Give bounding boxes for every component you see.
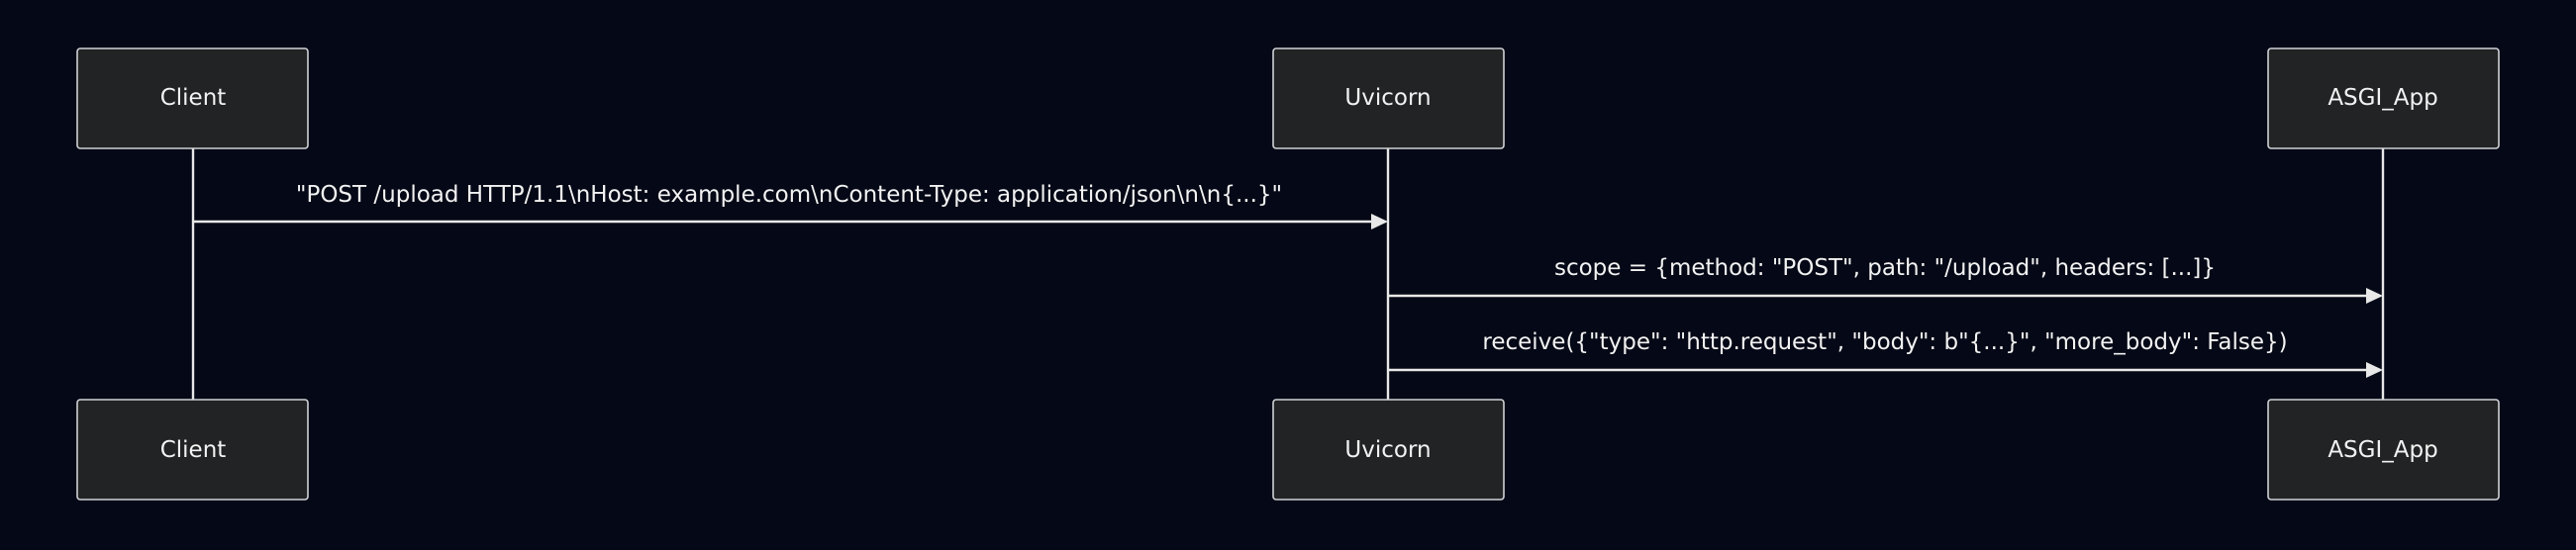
participant-asgi-bottom: ASGI_App xyxy=(2267,399,2500,501)
participant-client-top: Client xyxy=(76,47,309,149)
participant-label: ASGI_App xyxy=(2328,85,2437,111)
arrowhead-icon xyxy=(1371,214,1388,229)
participant-asgi-top: ASGI_App xyxy=(2267,47,2500,149)
participant-uvicorn-top: Uvicorn xyxy=(1272,47,1505,149)
message-client-to-uvicorn: "POST /upload HTTP/1.1\nHost: example.co… xyxy=(193,182,1388,229)
participant-label: Uvicorn xyxy=(1344,85,1431,111)
message-label: "POST /upload HTTP/1.1\nHost: example.co… xyxy=(296,182,1282,208)
arrowhead-icon xyxy=(2366,288,2383,304)
message-label: scope = {method: "POST", path: "/upload"… xyxy=(1554,255,2216,281)
message-uvicorn-to-asgi-receive: receive({"type": "http.request", "body":… xyxy=(1388,329,2383,378)
message-label: receive({"type": "http.request", "body":… xyxy=(1482,329,2287,355)
participant-label: Client xyxy=(160,437,227,463)
participant-client-bottom: Client xyxy=(76,399,309,501)
arrowhead-icon xyxy=(2366,362,2383,378)
participant-label: Client xyxy=(160,85,227,111)
participant-label: Uvicorn xyxy=(1344,437,1431,463)
participant-uvicorn-bottom: Uvicorn xyxy=(1272,399,1505,501)
message-uvicorn-to-asgi-scope: scope = {method: "POST", path: "/upload"… xyxy=(1388,255,2383,304)
participant-label: ASGI_App xyxy=(2328,437,2437,463)
